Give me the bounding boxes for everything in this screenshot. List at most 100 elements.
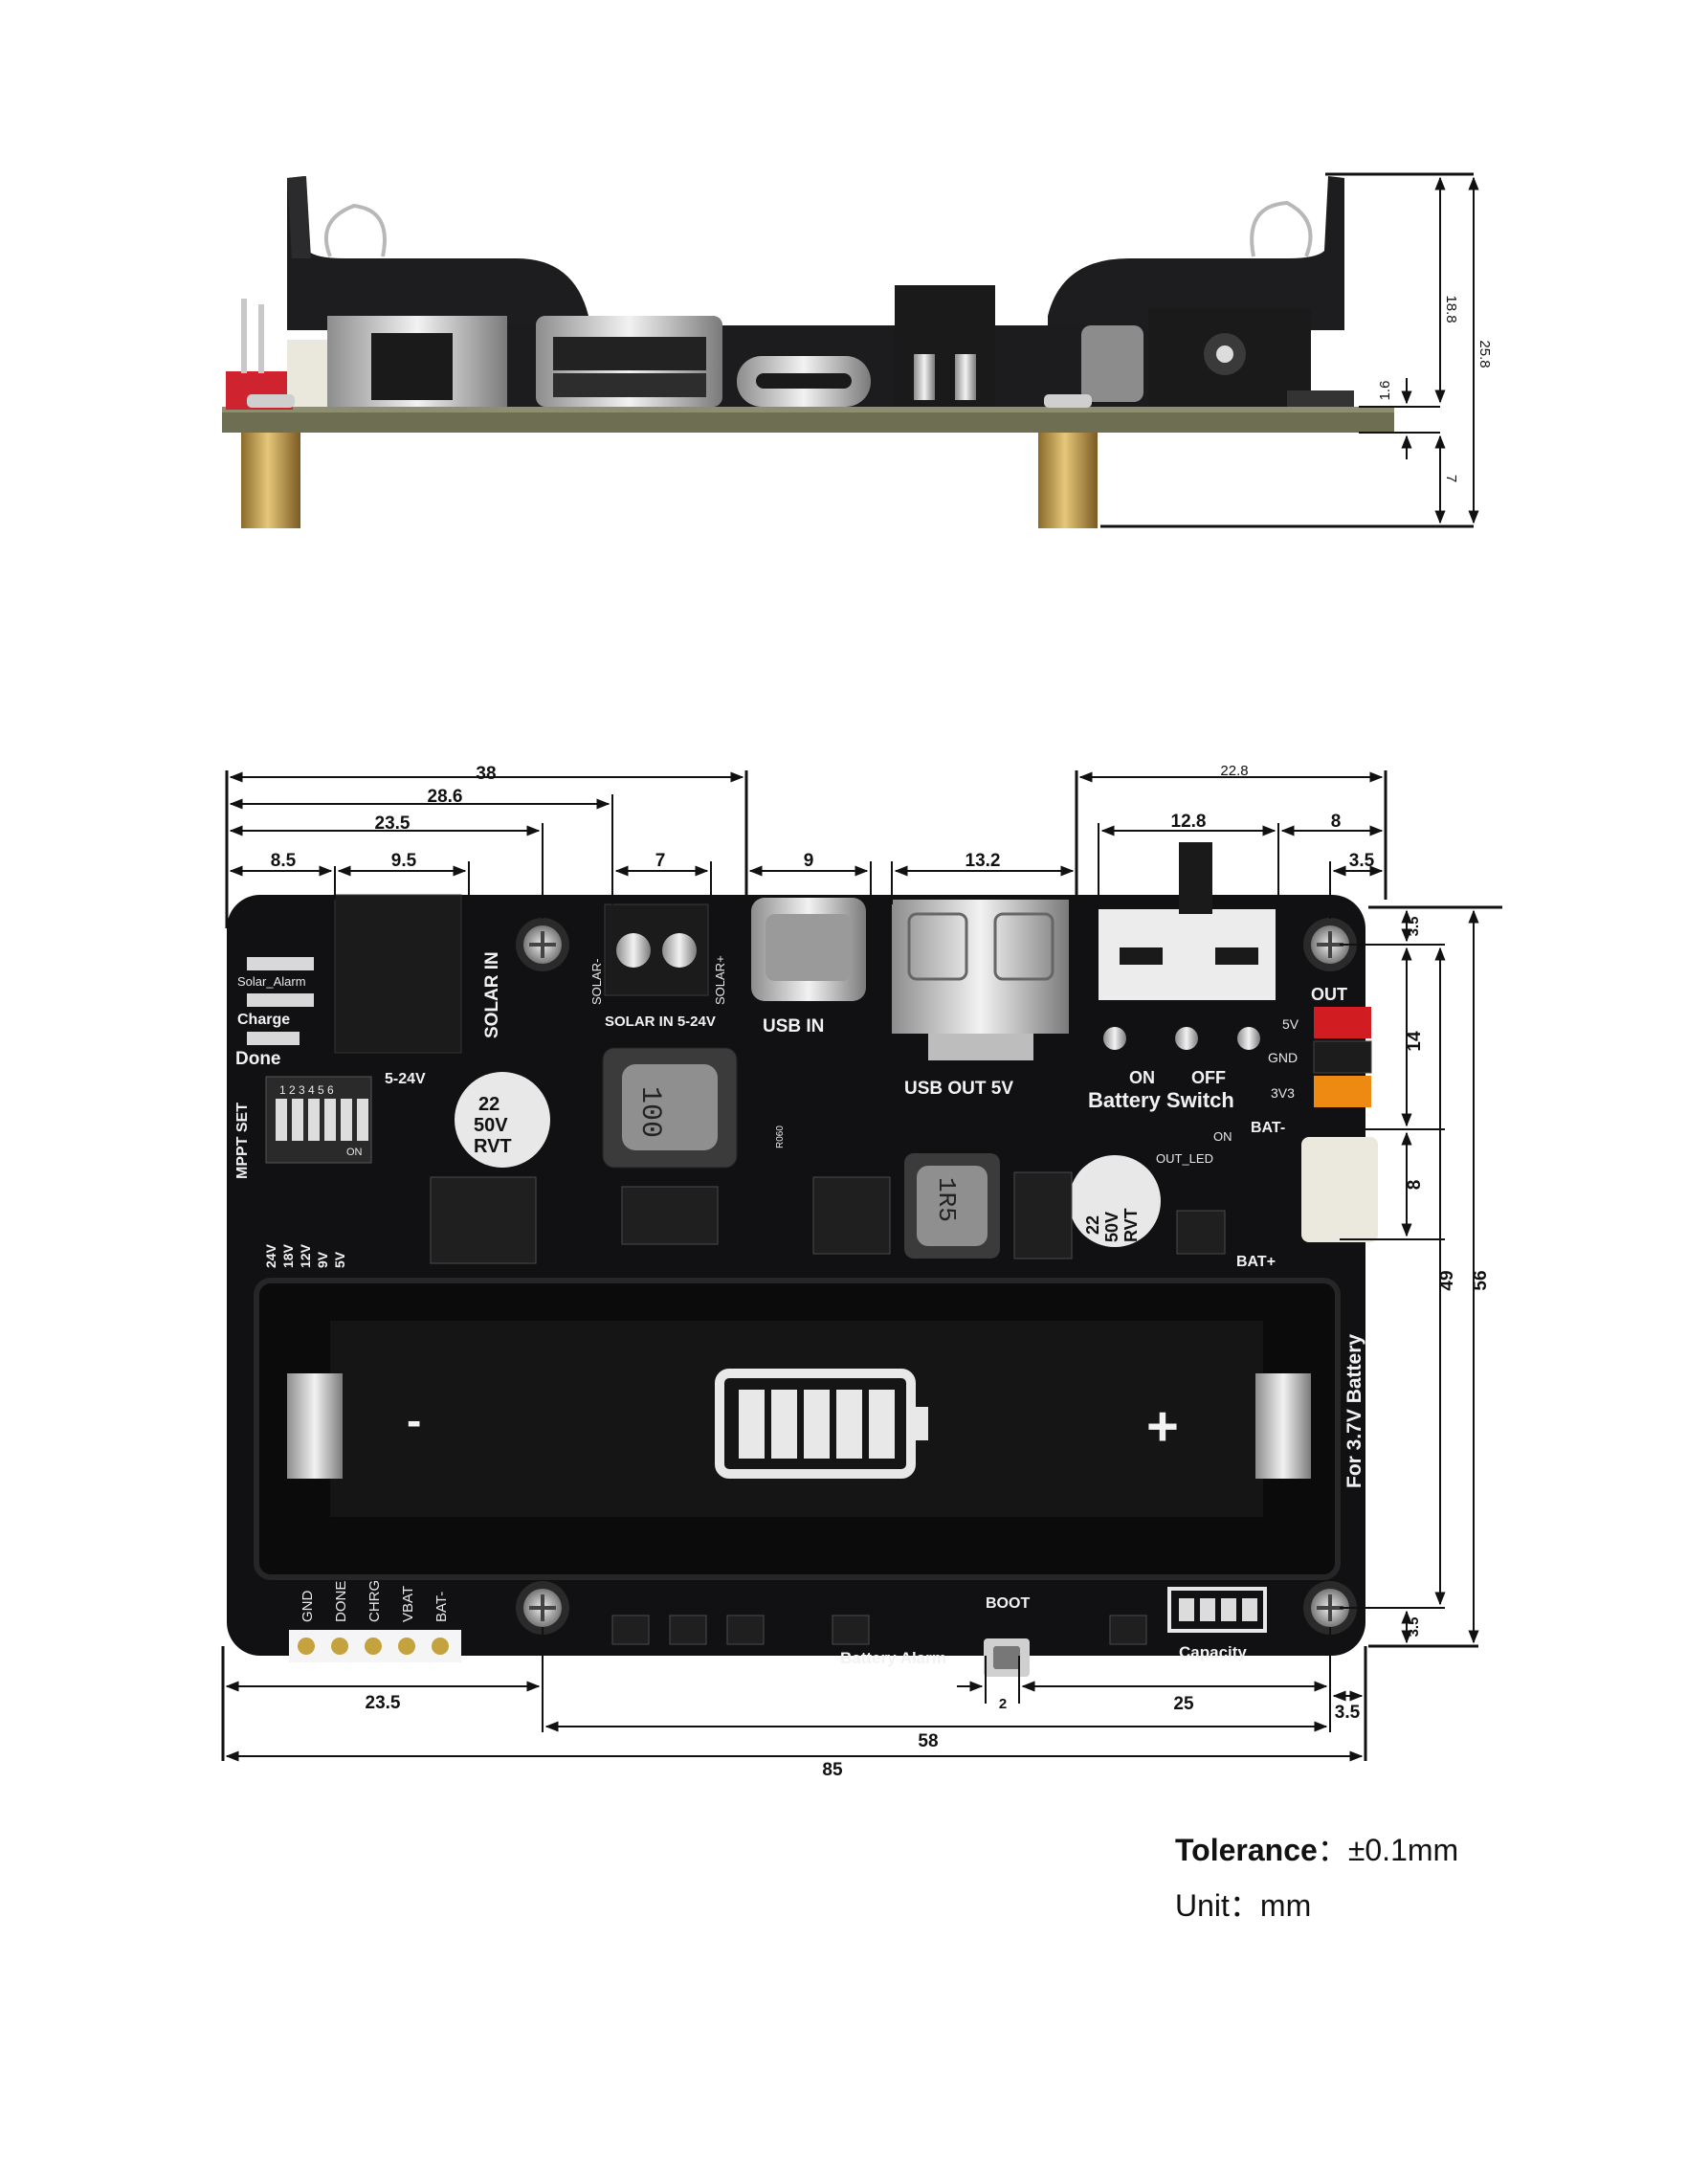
- dim-38: 38: [476, 764, 496, 784]
- label-5v: 5V: [1282, 1016, 1299, 1032]
- dim-12-8: 12.8: [1171, 812, 1207, 832]
- cap-right-22: 22: [1083, 1215, 1102, 1235]
- dim-3-5-top: 3.5: [1349, 851, 1375, 871]
- dim-18-8: 18.8: [1443, 295, 1459, 323]
- label-18v: 18V: [280, 1243, 296, 1268]
- side-view: 18.8 25.8 1.6 7: [222, 172, 1493, 528]
- standoff-left: [241, 433, 300, 528]
- mount-screw-top-right: [1303, 918, 1357, 971]
- mount-screw-top-left: [516, 918, 569, 971]
- dim-2: 2: [999, 1696, 1007, 1712]
- label-gnd: GND: [1268, 1050, 1298, 1065]
- dim-25-8: 25.8: [1476, 340, 1493, 368]
- dim-28-6: 28.6: [428, 787, 463, 807]
- unit-value: mm: [1259, 1888, 1312, 1923]
- label-battery-switch: Battery Switch: [1088, 1088, 1234, 1112]
- top-dimensions: 38 28.6 23.5 8.5 9.5 7 9 13.2 22.8 12.8 …: [221, 763, 1502, 1780]
- label-usb-in: USB IN: [763, 1016, 824, 1036]
- dim-25: 25: [1173, 1694, 1194, 1714]
- label-12v: 12V: [298, 1243, 313, 1268]
- dim-49: 49: [1437, 1270, 1457, 1290]
- tolerance-note: Tolerance：±0.1mm: [1175, 1833, 1459, 1867]
- cap-left-50v: 50V: [474, 1115, 508, 1136]
- label-3v3: 3V3: [1271, 1085, 1295, 1101]
- battery-icon: [715, 1369, 928, 1479]
- battery-plus-mark: +: [1146, 1395, 1179, 1458]
- top-view: SOLAR IN SOLAR- SOLAR+ SOLAR IN 5-24V 5-…: [227, 842, 1378, 1677]
- label-dip-on: ON: [346, 1147, 363, 1158]
- label-done: Done: [235, 1049, 281, 1069]
- header-3v3: [1314, 1076, 1371, 1107]
- dim-3-5-bottom: 3.5: [1335, 1703, 1361, 1723]
- label-mppt-set: MPPT SET: [234, 1103, 251, 1179]
- pin-label-chrg: CHRG: [366, 1580, 383, 1622]
- battery-spring-left: [324, 203, 387, 257]
- label-r060: R060: [775, 1125, 786, 1148]
- unit-note: Unit：mm: [1175, 1888, 1312, 1923]
- battery-spring-right: [1250, 200, 1313, 257]
- dim-3-5-right-top: 3.5: [1406, 917, 1422, 937]
- dc-jack-top: [334, 894, 462, 1054]
- dim-7: 7: [1443, 475, 1459, 482]
- dim-3-5-right-bottom: 3.5: [1406, 1617, 1422, 1638]
- label-24v: 24V: [263, 1243, 278, 1268]
- dim-58: 58: [918, 1731, 938, 1751]
- battery-jst: [1301, 1137, 1378, 1242]
- label-bat-plus: BAT+: [1236, 1254, 1276, 1270]
- label-solar-alarm: Solar_Alarm: [237, 974, 306, 989]
- capacitor-left: [455, 1072, 550, 1168]
- header-gnd: [1313, 1040, 1372, 1074]
- dim-85: 85: [822, 1760, 843, 1780]
- label-boot: BOOT: [986, 1595, 1030, 1612]
- dim-13-2: 13.2: [966, 851, 1001, 871]
- battery-minus-mark: -: [407, 1395, 421, 1445]
- dim-8-top: 8: [1331, 812, 1342, 832]
- dim-7-terminal: 7: [655, 851, 666, 871]
- mount-screw-bottom-left: [516, 1581, 569, 1635]
- tolerance-label: Tolerance: [1175, 1833, 1318, 1867]
- label-solar-in: SOLAR IN: [482, 951, 502, 1038]
- dim-23-5-top: 23.5: [375, 813, 411, 834]
- terminal-block-side: [895, 285, 995, 407]
- dim-14: 14: [1405, 1031, 1425, 1052]
- dim-8-5: 8.5: [271, 851, 297, 871]
- dim-56: 56: [1471, 1270, 1491, 1290]
- label-solar-plus: SOLAR+: [713, 955, 727, 1005]
- label-battery-alarm: Battery Alarm: [840, 1649, 946, 1667]
- battery-contact-plus: [1255, 1373, 1311, 1479]
- tolerance-value: ±0.1mm: [1347, 1833, 1459, 1867]
- label-off: OFF: [1191, 1068, 1226, 1087]
- header-5v: [1314, 1007, 1371, 1038]
- cap-right-rvt: RVT: [1121, 1208, 1141, 1242]
- dim-1-6: 1.6: [1377, 381, 1393, 401]
- cap-left-22: 22: [478, 1094, 499, 1115]
- label-9v: 9V: [315, 1251, 330, 1268]
- label-out: OUT: [1311, 985, 1347, 1004]
- dim-22-8: 22.8: [1220, 763, 1248, 779]
- label-solar-in-range: SOLAR IN 5-24V: [605, 1014, 716, 1030]
- label-charge: Charge: [237, 1012, 290, 1028]
- label-capacity: Capacity: [1179, 1643, 1247, 1661]
- pin-label-vbat: VBAT: [400, 1586, 416, 1622]
- inductor-1r5-label: 1R5: [932, 1177, 961, 1222]
- unit-label: Unit: [1175, 1888, 1230, 1923]
- pin-label-gnd: GND: [300, 1591, 316, 1623]
- label-bat-minus: BAT-: [1251, 1120, 1285, 1136]
- dim-8-right: 8: [1405, 1180, 1425, 1191]
- inductor-100-label: 100: [633, 1086, 666, 1138]
- dim-23-5-bottom: 23.5: [366, 1693, 401, 1713]
- standoff-right: [1038, 433, 1098, 528]
- battery-contact-minus: [287, 1373, 343, 1479]
- dim-9-5: 9.5: [391, 851, 417, 871]
- label-5v-mppt: 5V: [332, 1251, 347, 1268]
- label-usb-out: USB OUT 5V: [904, 1079, 1013, 1099]
- label-on: ON: [1129, 1068, 1155, 1087]
- pin-label-batm: BAT-: [433, 1592, 450, 1622]
- label-out-led: OUT_LED: [1156, 1151, 1213, 1166]
- usb-a-top: [892, 900, 1069, 1034]
- capacitor-right: [1069, 1155, 1161, 1247]
- label-on-small: ON: [1213, 1129, 1232, 1144]
- label-dip-nums: 1 2 3 4 5 6: [279, 1083, 334, 1097]
- cap-left-rvt: RVT: [474, 1136, 512, 1157]
